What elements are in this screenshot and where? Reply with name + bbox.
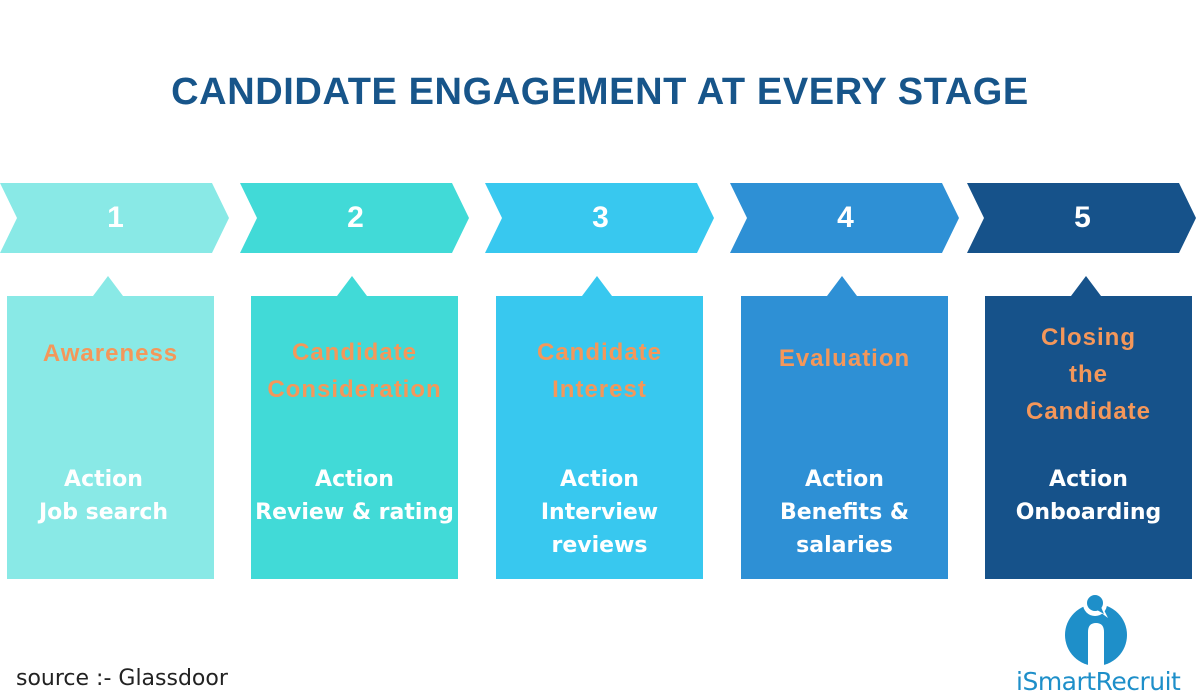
stage-4-chevron: 4	[730, 183, 959, 253]
stage-title: Awareness	[1, 335, 220, 372]
action-label: Action	[64, 467, 143, 492]
stage-number: 4	[837, 201, 854, 234]
stage-title-line: Closing	[1041, 324, 1136, 351]
action-line: Interview	[540, 500, 659, 525]
chevron-arrow-icon	[730, 183, 959, 253]
action-line: Job search	[38, 500, 169, 525]
stage-title: Candidate Interest	[490, 334, 709, 408]
stage-title: Candidate Consideration	[245, 334, 464, 408]
chevron-arrow-icon	[0, 183, 229, 253]
stage-2-chevron: 2	[240, 183, 469, 253]
action-line: salaries	[796, 533, 893, 558]
stage-action: Action Interview reviews	[496, 463, 703, 562]
stage-title: Evaluation	[735, 340, 954, 377]
action-label: Action	[1049, 467, 1128, 492]
stage-number: 3	[592, 201, 609, 234]
pointer-triangle-icon	[93, 276, 123, 296]
page-title: CANDIDATE ENGAGEMENT AT EVERY STAGE	[171, 71, 1029, 113]
stage-2-card: Candidate Consideration Action Review & …	[251, 276, 458, 579]
stage-5-card: Closing the Candidate Action Onboarding	[985, 276, 1192, 579]
action-line: reviews	[551, 533, 648, 558]
stage-5-chevron: 5	[967, 183, 1196, 253]
stage-title-line: Evaluation	[778, 345, 911, 372]
stage-3-chevron: 3	[485, 183, 714, 253]
stage-number: 1	[107, 201, 124, 234]
action-line: Onboarding	[1015, 500, 1162, 525]
stage-title-line: Candidate	[536, 339, 662, 366]
brand-logo: iSmartRecruit	[1016, 592, 1181, 700]
action-label: Action	[560, 467, 639, 492]
action-label: Action	[805, 467, 884, 492]
stage-action: Action Review & rating	[251, 463, 458, 529]
stage-number: 2	[347, 201, 364, 234]
stage-title: Closing the Candidate	[979, 319, 1198, 430]
pointer-triangle-icon	[827, 276, 857, 296]
stage-action: Action Onboarding	[985, 463, 1192, 529]
stage-4-card: Evaluation Action Benefits & salaries	[741, 276, 948, 579]
ismartrecruit-logo-icon	[1065, 592, 1127, 666]
pointer-triangle-icon	[582, 276, 612, 296]
stage-action: Action Benefits & salaries	[741, 463, 948, 562]
chevron-arrow-icon	[485, 183, 714, 253]
stage-title-line: Interest	[552, 376, 647, 403]
chevron-arrow-icon	[967, 183, 1196, 253]
stage-title-line: Candidate	[1025, 398, 1151, 425]
pointer-triangle-icon	[337, 276, 367, 296]
action-label: Action	[315, 467, 394, 492]
chevron-arrow-icon	[240, 183, 469, 253]
stage-action: Action Job search	[0, 463, 214, 529]
stage-title-line: Candidate	[291, 339, 417, 366]
stage-title-line: Consideration	[267, 376, 442, 403]
action-line: Benefits &	[779, 500, 910, 525]
source-caption: source :- Glassdoor	[16, 666, 228, 691]
stage-1-chevron: 1	[0, 183, 229, 253]
pointer-triangle-icon	[1071, 276, 1101, 296]
brand-name: iSmartRecruit	[1016, 667, 1181, 696]
stage-title-line: the	[1069, 361, 1108, 388]
stage-1-card: Awareness Action Job search	[7, 276, 214, 579]
stage-title-line: Awareness	[42, 340, 179, 367]
stage-3-card: Candidate Interest Action Interview revi…	[496, 276, 703, 579]
action-line: Review & rating	[255, 500, 454, 525]
stage-number: 5	[1074, 201, 1091, 234]
